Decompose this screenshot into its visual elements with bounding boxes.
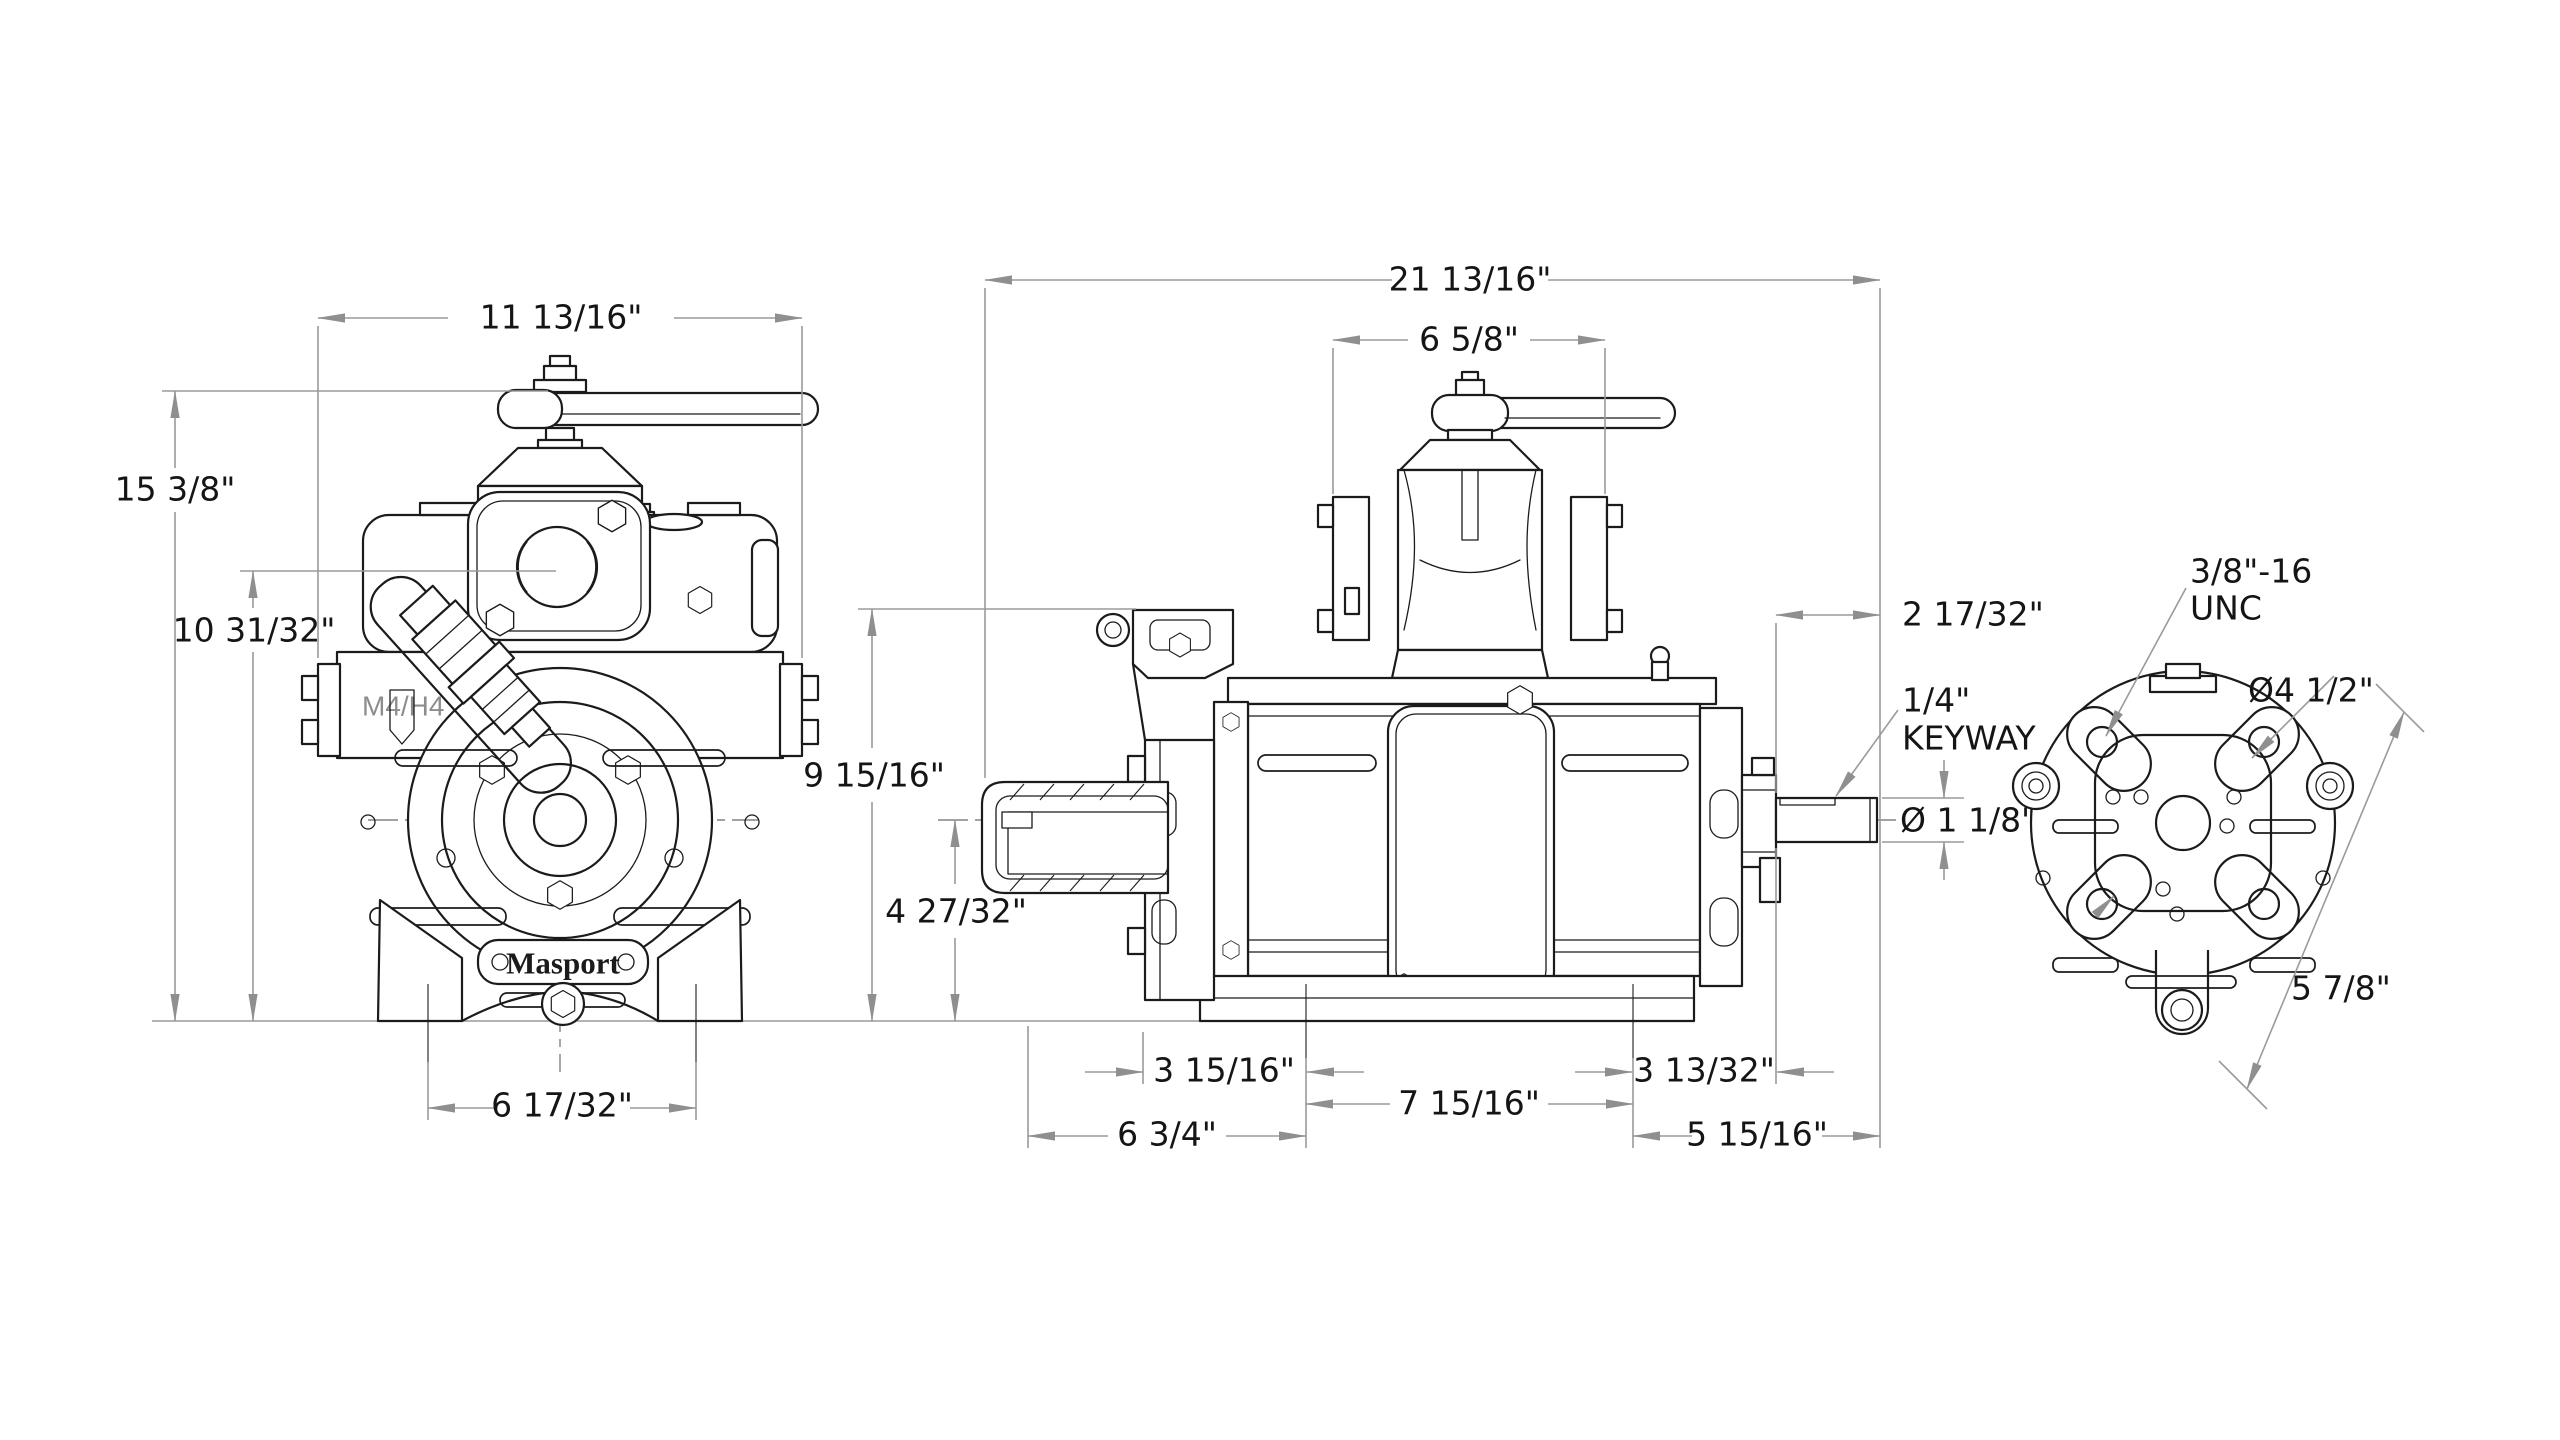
dim-side-overall-length: 21 13/16" [984, 260, 1881, 1148]
suction-nozzle [980, 780, 1170, 895]
dim-text-foot-offset-left: 3 15/16" [1153, 1051, 1295, 1090]
keyway-callout: 1/4" KEYWAY [1835, 681, 2036, 797]
dim-text-foot-centers: 7 15/16" [1398, 1084, 1540, 1123]
dim-text-inlet-to-foot: 6 3/4" [1117, 1115, 1217, 1154]
dim-text-shaft-diameter: Ø 1 1/8" [1900, 801, 2036, 840]
dim-foot-offset-right: 3 13/32" [1575, 1051, 1834, 1090]
dim-foot-offset-left: 3 15/16" [1085, 1032, 1364, 1090]
nameplate-text: Masport [506, 946, 620, 981]
pump-body-side [1198, 645, 1744, 1058]
thread-callout-line1: 3/8"-16 [2190, 552, 2312, 591]
drive-shaft [1740, 756, 1879, 904]
dim-text-centerline-height: 4 27/32" [885, 892, 1027, 931]
thread-callout-line2: UNC [2190, 589, 2262, 628]
dim-text-front-feet: 6 17/32" [491, 1086, 633, 1125]
feet-front [376, 898, 744, 1062]
dim-valve-flange-width: 6 5/8" [1332, 320, 1606, 494]
dim-text-overall-length: 21 13/16" [1389, 260, 1552, 299]
dim-front-width: 11 13/16" [317, 298, 803, 658]
dim-text-front-height: 15 3/8" [115, 470, 236, 509]
valve-handle-side [1396, 370, 1677, 652]
relief-valve-assembly [369, 575, 573, 794]
dim-text-bracket-height: 9 15/16" [803, 756, 945, 795]
keyway-text-line2: KEYWAY [1902, 719, 2036, 758]
front-view: M4/H4 Masport [115, 298, 820, 1125]
valve-flanges-side [1316, 495, 1624, 680]
valve-handle-front [496, 354, 820, 450]
dim-bolt-circle: Ø4 1/2" [2091, 671, 2374, 919]
dim-front-overall-height: 15 3/8" [115, 390, 548, 1022]
mounting-bracket-side [1095, 608, 1235, 742]
keyway-text-line1: 1/4" [1902, 681, 1970, 720]
dim-text-foot-offset-right: 3 13/32" [1633, 1051, 1775, 1090]
dim-text-foot-to-shaft-end: 5 15/16" [1686, 1115, 1828, 1154]
dim-centerline-height: 4 27/32" [885, 819, 1027, 1022]
dim-text-flange-width: 6 5/8" [1419, 320, 1519, 359]
dim-inlet-to-foot: 6 3/4" [1027, 1026, 1307, 1154]
end-view: 3/8"-16 UNC Ø4 1/2" 5 7/8" [2011, 552, 2425, 1110]
dim-text-bolt-circle: Ø4 1/2" [2248, 671, 2374, 710]
dim-mount-diagonal: 5 7/8" [2218, 683, 2425, 1110]
thread-callout: 3/8"-16 UNC [2105, 552, 2312, 737]
dim-shaft-diameter: Ø 1 1/8" [1882, 760, 2036, 880]
dim-front-sightglass-height: 10 31/32" [173, 570, 556, 1022]
dim-foot-to-shaft-end: 5 15/16" [1632, 1115, 1881, 1154]
dim-foot-centers: 7 15/16" [1305, 1058, 1634, 1148]
dim-text-mount-diagonal: 5 7/8" [2291, 969, 2391, 1008]
dim-shaft-extension: 2 17/32" [1775, 595, 2044, 1084]
dim-text-shaft-extension: 2 17/32" [1902, 595, 2044, 634]
dim-bracket-height: 9 15/16" [803, 608, 1136, 1022]
dim-text-front-sightglass: 10 31/32" [173, 611, 336, 650]
dim-front-foot-spacing: 6 17/32" [427, 1062, 697, 1125]
dim-text-front-width: 11 13/16" [480, 298, 643, 337]
side-view: 21 13/16" 6 5/8" 9 15/16" 4 27/32" 2 17/… [803, 260, 2044, 1154]
keyway-slot [1779, 797, 1836, 806]
model-engraving: M4/H4 [362, 691, 444, 722]
